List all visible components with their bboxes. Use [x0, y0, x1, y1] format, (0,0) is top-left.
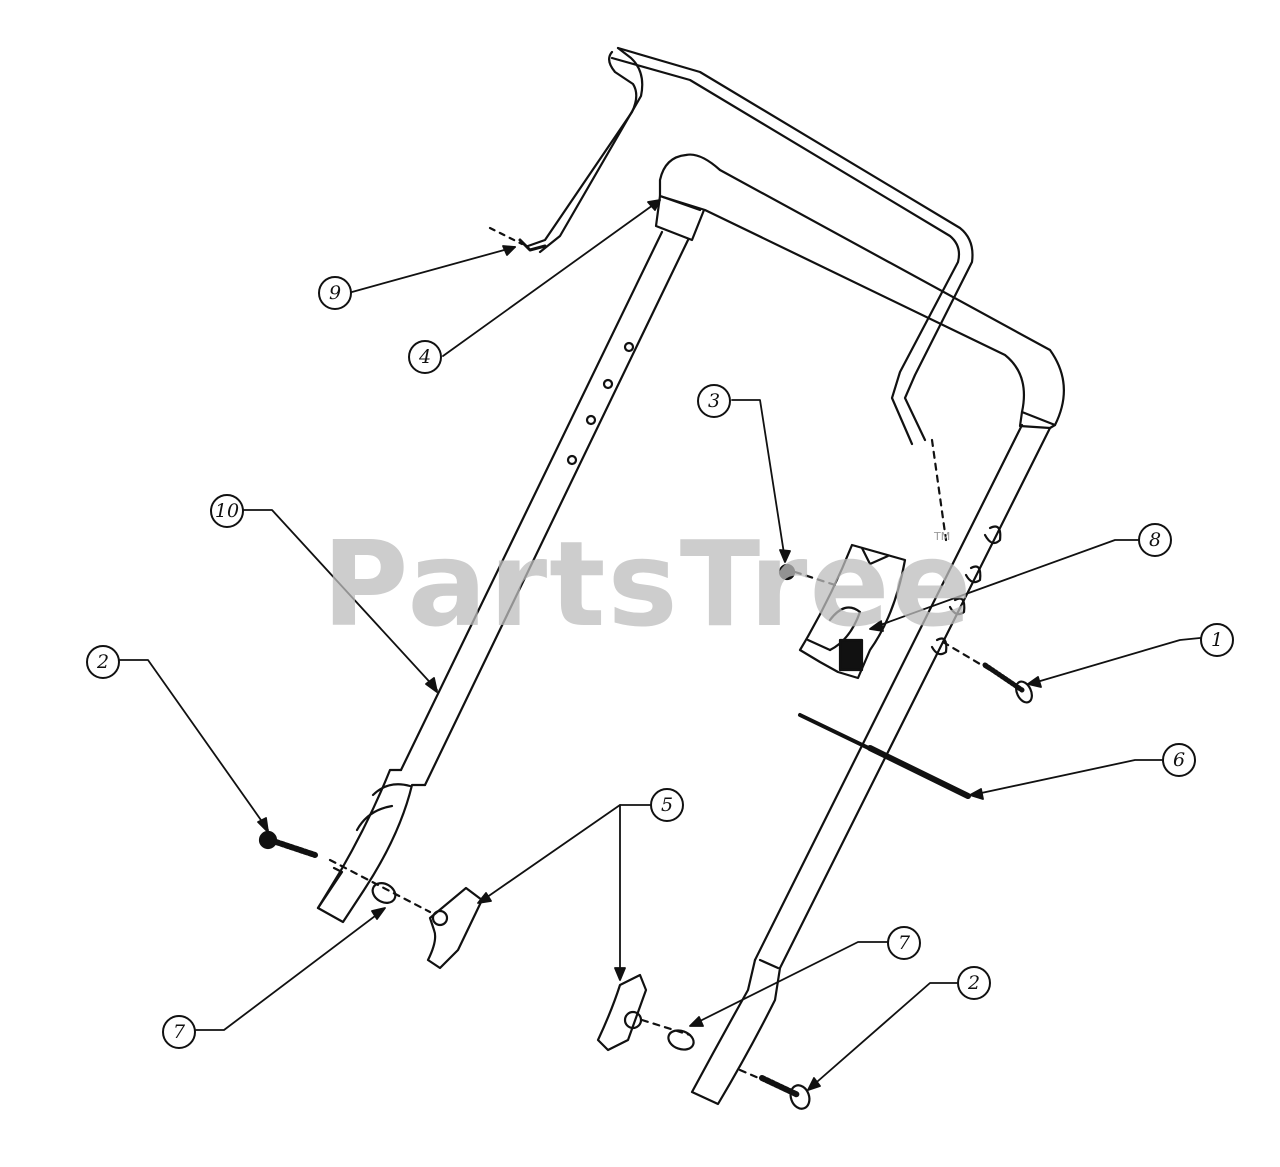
- callout-3: 3: [697, 384, 731, 418]
- callout-2-left: 2: [86, 645, 120, 679]
- cable-bracket: [798, 543, 907, 680]
- right-lower-hardware: [596, 973, 811, 1110]
- callout-5: 5: [650, 788, 684, 822]
- right-handle-tube: [690, 423, 1052, 1106]
- callout-10: 10: [210, 494, 244, 528]
- callout-7-right: 7: [887, 926, 921, 960]
- callout-2-right: 2: [957, 966, 991, 1000]
- left-lower-hardware: [258, 830, 484, 970]
- upper-handle-bar: [488, 46, 974, 446]
- trademark-mark: TM: [934, 530, 951, 543]
- screw-1: [941, 640, 1033, 704]
- rod-6: [798, 713, 971, 799]
- leader-lines: [119, 199, 1201, 1091]
- nut-3: [778, 563, 837, 587]
- callout-1: 1: [1200, 623, 1234, 657]
- callout-4: 4: [408, 340, 442, 374]
- callout-7-left: 7: [162, 1015, 196, 1049]
- callout-6: 6: [1162, 743, 1196, 777]
- callout-8: 8: [1138, 523, 1172, 557]
- left-handle-tube: [316, 230, 690, 924]
- lower-handle-frame: [654, 153, 1065, 430]
- callout-9: 9: [318, 276, 352, 310]
- cable-guide-line: [930, 438, 948, 542]
